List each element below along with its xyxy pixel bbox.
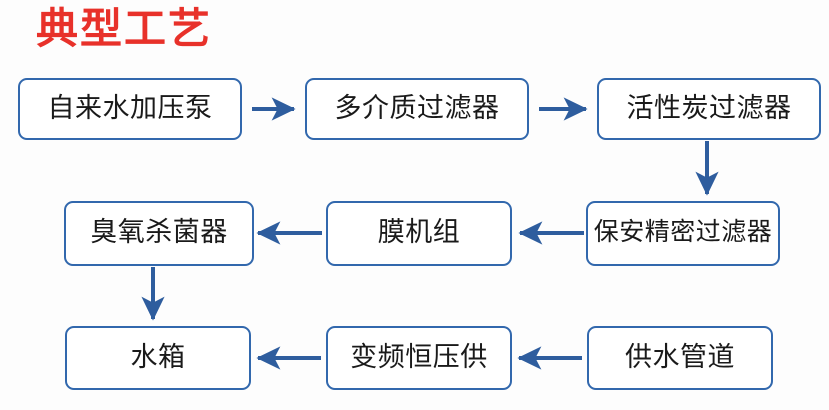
node-label: 多介质过滤器 bbox=[334, 92, 500, 123]
node-water-tank[interactable]: 水箱 bbox=[65, 326, 251, 390]
node-label: 臭氧杀菌器 bbox=[90, 217, 228, 247]
node-label: 保安精密过滤器 bbox=[593, 218, 773, 246]
node-label: 变频恒压供 bbox=[350, 341, 488, 372]
node-vfd-constant-pressure[interactable]: 变频恒压供 bbox=[326, 326, 512, 390]
node-raw-water-pump[interactable]: 自来水加压泵 bbox=[18, 78, 242, 140]
node-label: 供水管道 bbox=[625, 341, 735, 372]
node-label: 活性炭过滤器 bbox=[626, 92, 792, 123]
node-activated-carbon-filter[interactable]: 活性炭过滤器 bbox=[597, 78, 821, 140]
node-membrane-unit[interactable]: 膜机组 bbox=[326, 201, 512, 266]
page-title: 典型工艺 bbox=[36, 5, 213, 52]
node-multimedia-filter[interactable]: 多介质过滤器 bbox=[305, 78, 529, 140]
node-ozone-sterilizer[interactable]: 臭氧杀菌器 bbox=[64, 201, 254, 266]
node-security-fine-filter[interactable]: 保安精密过滤器 bbox=[586, 201, 780, 266]
node-label: 自来水加压泵 bbox=[47, 92, 213, 123]
node-label: 膜机组 bbox=[377, 217, 461, 247]
node-label: 水箱 bbox=[130, 341, 186, 372]
node-water-supply-pipe[interactable]: 供水管道 bbox=[587, 326, 773, 390]
